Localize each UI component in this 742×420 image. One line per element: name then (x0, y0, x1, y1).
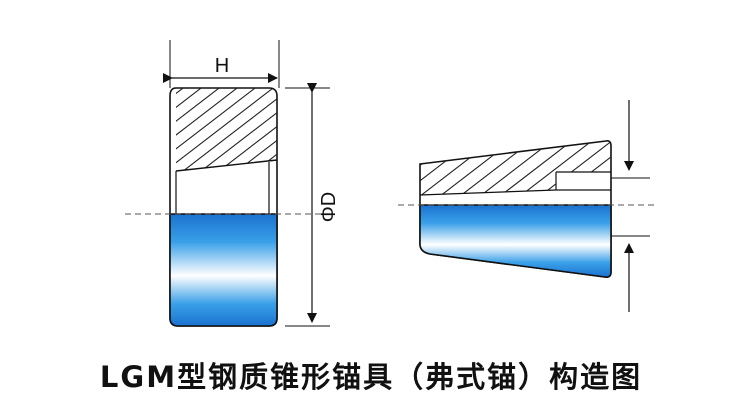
hatch-line (176, 88, 242, 171)
hatch-line (335, 135, 420, 200)
label-d: ΦD (318, 192, 340, 222)
hatch-pattern-left (176, 85, 403, 175)
dimension-h: H (163, 55, 278, 83)
anchor-ring-section (125, 40, 403, 327)
figure-caption: LGM型钢质锥形锚具（弗式锚）构造图 (99, 360, 643, 394)
dimension-d: ΦD (285, 83, 340, 327)
hatch-line (534, 140, 611, 195)
hatch-line (195, 88, 277, 171)
hatch-line (286, 85, 403, 175)
hatch-line (213, 88, 277, 171)
wedge-blue-right (419, 204, 612, 278)
hatch-line (176, 88, 224, 171)
label-h: H (215, 55, 229, 77)
tapered-wedge-section (335, 100, 700, 312)
hatch-line (231, 88, 277, 171)
hatch-line (176, 88, 206, 171)
hatch-line (249, 88, 277, 171)
wedge-blue-left (169, 213, 278, 327)
hatch-line (267, 88, 277, 171)
hatch-line (176, 88, 260, 171)
hatch-line (615, 135, 700, 200)
hatch-line (514, 140, 600, 195)
hatch-line (177, 88, 277, 171)
hatch-line (176, 88, 277, 171)
